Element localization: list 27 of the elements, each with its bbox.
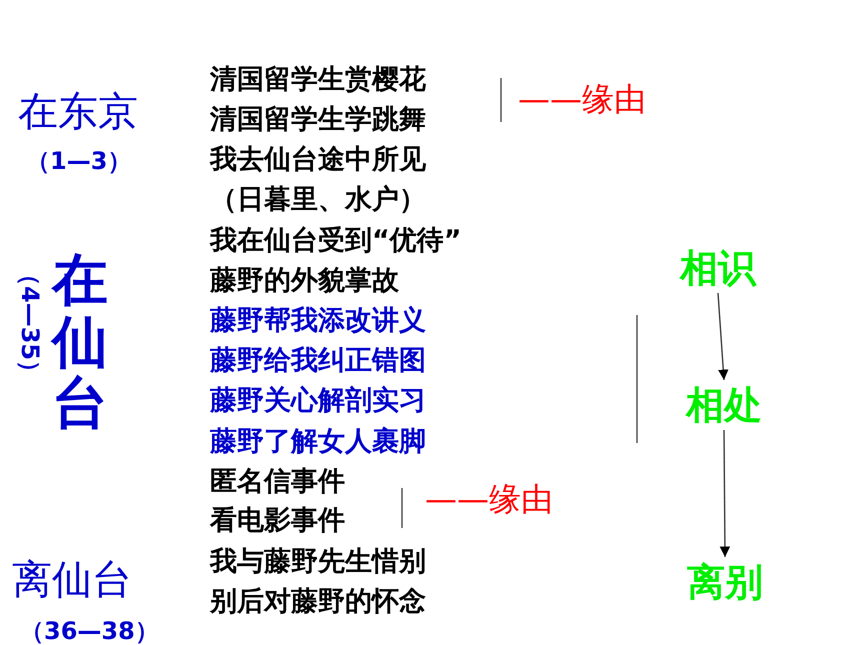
arrow xyxy=(717,292,728,380)
reason-label: ——缘由 xyxy=(518,80,646,118)
event-text: 藤野关心解剖实习 xyxy=(210,385,426,418)
event-text: 藤野了解女人裹脚 xyxy=(210,426,426,458)
event-text: 我与藤野先生惜别 xyxy=(210,546,426,578)
event-text: 藤野帮我添改讲义 xyxy=(210,305,426,338)
event-text: 清国留学生学跳舞 xyxy=(210,104,426,136)
section-heading: 在东京 xyxy=(18,88,138,136)
event-text: 别后对藤野的怀念 xyxy=(210,586,426,618)
stage-label: 相识 xyxy=(673,245,763,291)
event-text: 我在仙台受到“优待” xyxy=(210,225,462,258)
event-text: 匿名信事件 xyxy=(210,466,345,498)
section-heading: 在仙台 xyxy=(52,250,108,435)
stage-label: 离别 xyxy=(680,559,770,605)
paragraph-range: （36—38） xyxy=(20,617,159,645)
event-text: 清国留学生赏樱花 xyxy=(210,64,426,96)
paragraph-range: （4—35） xyxy=(15,262,44,384)
arrow xyxy=(720,430,730,557)
event-text: 藤野给我纠正错图 xyxy=(210,345,426,378)
reason-label: ——缘由 xyxy=(425,480,553,518)
event-text: 我去仙台途中所见 xyxy=(210,144,426,176)
event-text: 看电影事件 xyxy=(210,505,345,538)
event-text: （日暮里、水户） xyxy=(210,184,426,216)
paragraph-range: （1—3） xyxy=(26,147,132,176)
event-text: 藤野的外貌掌故 xyxy=(210,265,399,298)
section-heading: 离仙台 xyxy=(12,556,132,604)
stage-label: 相处 xyxy=(679,382,769,428)
